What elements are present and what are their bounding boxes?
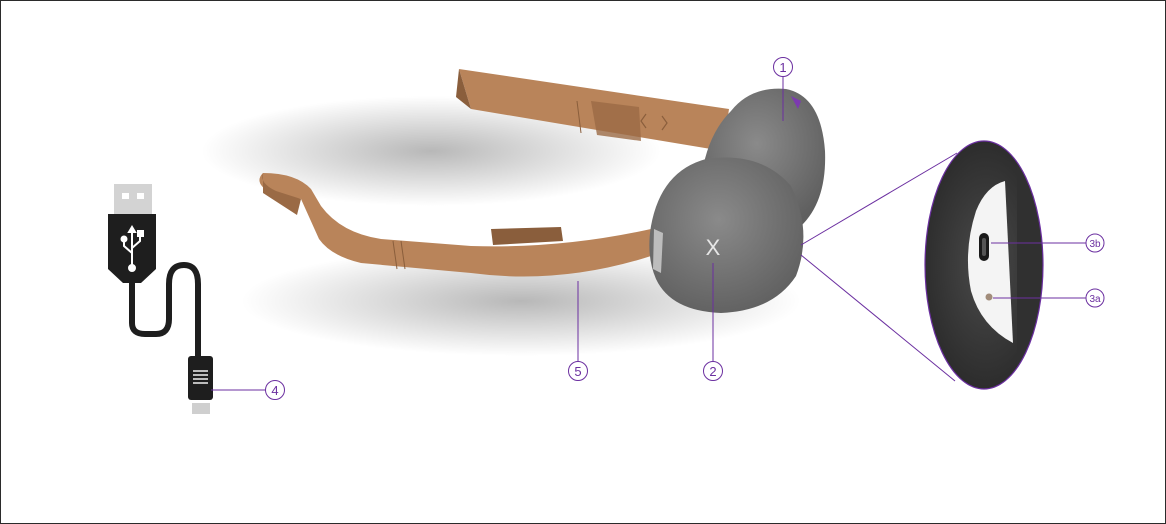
svg-text:3a: 3a [1089,294,1101,305]
power-button-accent [791,96,801,109]
usb-symbol-icon [120,225,144,272]
callout-3b: 3b [1085,233,1105,253]
usb-cable [108,184,213,414]
mask-front-cup [649,157,804,313]
svg-text:4: 4 [271,383,278,398]
callout-1: 1 [773,57,793,77]
usb-c-connector-metal [192,403,210,414]
callout-3a: 3a [1085,288,1105,308]
usb-a-connector-metal [114,184,152,214]
callout-4: 4 [265,380,285,400]
callout-leaders [211,77,1086,391]
port-plate [967,181,1013,343]
svg-text:3b: 3b [1089,239,1101,250]
strap-clip [653,229,663,273]
cable-line [129,261,201,362]
x-logo-icon: X [706,235,721,260]
callout-5: 5 [568,361,588,381]
svg-text:1: 1 [779,60,786,75]
zoom-circle [924,140,1044,390]
svg-text:5: 5 [574,364,581,379]
svg-text:2: 2 [709,364,716,379]
zoom-leader-top [800,152,958,246]
callout-2: 2 [703,361,723,381]
usb-c-connector-body [188,356,213,400]
indicator-led [985,293,993,301]
back-strap [456,69,729,151]
strap-shadow [201,96,661,206]
zoom-leader-bottom [800,254,956,382]
front-strap [259,173,651,277]
port-zoom-inset [800,140,1044,390]
